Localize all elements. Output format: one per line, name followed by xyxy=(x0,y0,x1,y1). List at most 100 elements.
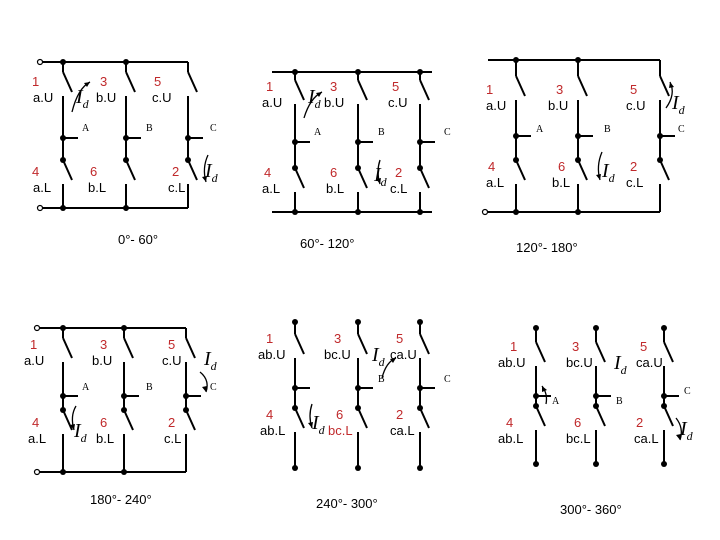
circuit-4-wiring xyxy=(33,324,208,476)
switch-6-number: 6 xyxy=(90,164,98,179)
current-id-label-lower: Id xyxy=(374,164,387,189)
switch-3-number: 3 xyxy=(100,74,108,89)
switch-4-label: a.L xyxy=(262,181,281,196)
switch-5-label: c.U xyxy=(626,98,646,113)
switch-2-number: 2 xyxy=(172,164,180,179)
switch-3-number: 3 xyxy=(334,331,342,346)
current-id-label-upper: Id xyxy=(308,86,321,111)
switch-1-number: 1 xyxy=(32,74,40,89)
switch-5-label: ca.U xyxy=(390,347,417,362)
circuit-panel-6: 1 ab.U 3 bc.U 5 ca.U 4 ab.L 6 bc.L 2 ca.… xyxy=(480,300,720,540)
phase-c-label: C xyxy=(678,124,685,135)
angle-range-label: 0°- 60° xyxy=(118,232,159,247)
switch-2-number: 2 xyxy=(636,415,644,430)
angle-range-label: 120°- 180° xyxy=(516,240,578,255)
switch-2-number: 2 xyxy=(630,159,638,174)
switch-2-label: c.L xyxy=(390,181,408,196)
switch-6-number: 6 xyxy=(100,415,108,430)
circuit-panel-1: 1 a.U 3 b.U 5 c.U 4 a.L 6 b.L 2 c.L A B … xyxy=(0,0,240,260)
phase-a-label: A xyxy=(314,127,322,138)
switch-4-number: 4 xyxy=(32,415,40,430)
current-id-label-upper: Id xyxy=(372,344,385,369)
switch-6-label: b.L xyxy=(326,181,345,196)
phase-b-label: B xyxy=(604,124,611,135)
switch-3-number: 3 xyxy=(572,339,580,354)
current-id-label-upper: Id xyxy=(76,86,89,111)
switch-4-label: a.L xyxy=(486,175,505,190)
phase-a-label: A xyxy=(552,396,560,407)
circuit-panel-5: 1 ab.U 3 bc.U 5 ca.U 4 ab.L 6 bc.L 2 ca.… xyxy=(240,300,480,540)
current-id-label-lower: Id xyxy=(680,418,693,443)
switch-2-number: 2 xyxy=(168,415,176,430)
angle-range-label: 240°- 300° xyxy=(316,496,378,511)
circuit-6-wiring xyxy=(533,325,682,467)
switch-6-number: 6 xyxy=(558,159,566,174)
switch-5-label: c.U xyxy=(388,95,408,110)
current-id-label-upper: Id xyxy=(614,352,627,377)
phase-b-label: B xyxy=(378,127,385,138)
circuit-1-wiring xyxy=(36,58,209,212)
circuit-5-wiring xyxy=(292,319,435,471)
switch-1-label: a.U xyxy=(262,95,283,110)
current-id-label-upper: Id xyxy=(204,348,217,373)
switch-5-number: 5 xyxy=(630,82,638,97)
switch-1-label: a.U xyxy=(486,98,507,113)
switch-5-number: 5 xyxy=(396,331,404,346)
switch-4-number: 4 xyxy=(488,159,496,174)
switch-1-number: 1 xyxy=(486,82,494,97)
switch-3-label: b.U xyxy=(92,353,113,368)
phase-a-label: A xyxy=(536,124,544,135)
switch-5-label: ca.U xyxy=(636,355,663,370)
angle-range-label: 180°- 240° xyxy=(90,492,152,507)
switch-1-label: a.U xyxy=(24,353,45,368)
switch-6-label: b.L xyxy=(88,180,107,195)
current-id-label-lower: Id xyxy=(205,160,218,185)
switch-4-number: 4 xyxy=(264,165,272,180)
switch-3-number: 3 xyxy=(330,79,338,94)
switch-2-number: 2 xyxy=(396,407,404,422)
current-id-label-upper: Id xyxy=(672,92,685,117)
phase-c-label: C xyxy=(210,123,217,134)
switch-4-number: 4 xyxy=(266,407,274,422)
switch-4-number: 4 xyxy=(506,415,514,430)
switch-5-number: 5 xyxy=(154,74,162,89)
circuit-panel-4: 1 a.U 3 b.U 5 c.U 4 a.L 6 b.L 2 c.L A B … xyxy=(0,300,240,540)
switch-1-number: 1 xyxy=(510,339,518,354)
phase-b-label: B xyxy=(378,374,385,385)
switch-1-number: 1 xyxy=(30,337,38,352)
switch-3-label: b.U xyxy=(324,95,345,110)
switch-4-label: a.L xyxy=(28,431,47,446)
current-id-label-lower: Id xyxy=(74,420,87,445)
switch-1-label: ab.U xyxy=(258,347,286,362)
switch-6-label: b.L xyxy=(552,175,571,190)
circuit-panel-2: 1 a.U 3 b.U 5 c.U 4 a.L 6 b.L 2 c.L A B … xyxy=(240,0,480,260)
switch-5-number: 5 xyxy=(168,337,176,352)
switch-3-number: 3 xyxy=(556,82,564,97)
switch-5-number: 5 xyxy=(392,79,400,94)
switch-5-number: 5 xyxy=(640,339,648,354)
switch-5-label: c.U xyxy=(162,353,182,368)
switch-3-label: b.U xyxy=(96,90,117,105)
angle-range-label: 60°- 120° xyxy=(300,236,355,251)
phase-b-label: B xyxy=(146,382,153,393)
phase-a-label: A xyxy=(82,382,90,393)
switch-3-label: bc.U xyxy=(324,347,351,362)
switch-2-label: ca.L xyxy=(634,431,659,446)
angle-range-label: 300°- 360° xyxy=(560,502,622,517)
current-id-label-lower: Id xyxy=(312,412,325,437)
switch-2-label: ca.L xyxy=(390,423,415,438)
switch-2-label: c.L xyxy=(626,175,644,190)
switch-6-number: 6 xyxy=(336,407,344,422)
phase-c-label: C xyxy=(444,127,451,138)
switch-6-label: bc.L xyxy=(328,423,353,438)
phase-b-label: B xyxy=(616,396,623,407)
switch-2-label: c.L xyxy=(168,180,186,195)
switch-1-label: ab.U xyxy=(498,355,526,370)
switch-3-label: b.U xyxy=(548,98,569,113)
phase-b-label: B xyxy=(146,123,153,134)
circuit-2-wiring xyxy=(272,69,435,215)
phase-c-label: C xyxy=(444,374,451,385)
switch-3-label: bc.U xyxy=(566,355,593,370)
switch-6-number: 6 xyxy=(330,165,338,180)
switch-6-number: 6 xyxy=(574,415,582,430)
